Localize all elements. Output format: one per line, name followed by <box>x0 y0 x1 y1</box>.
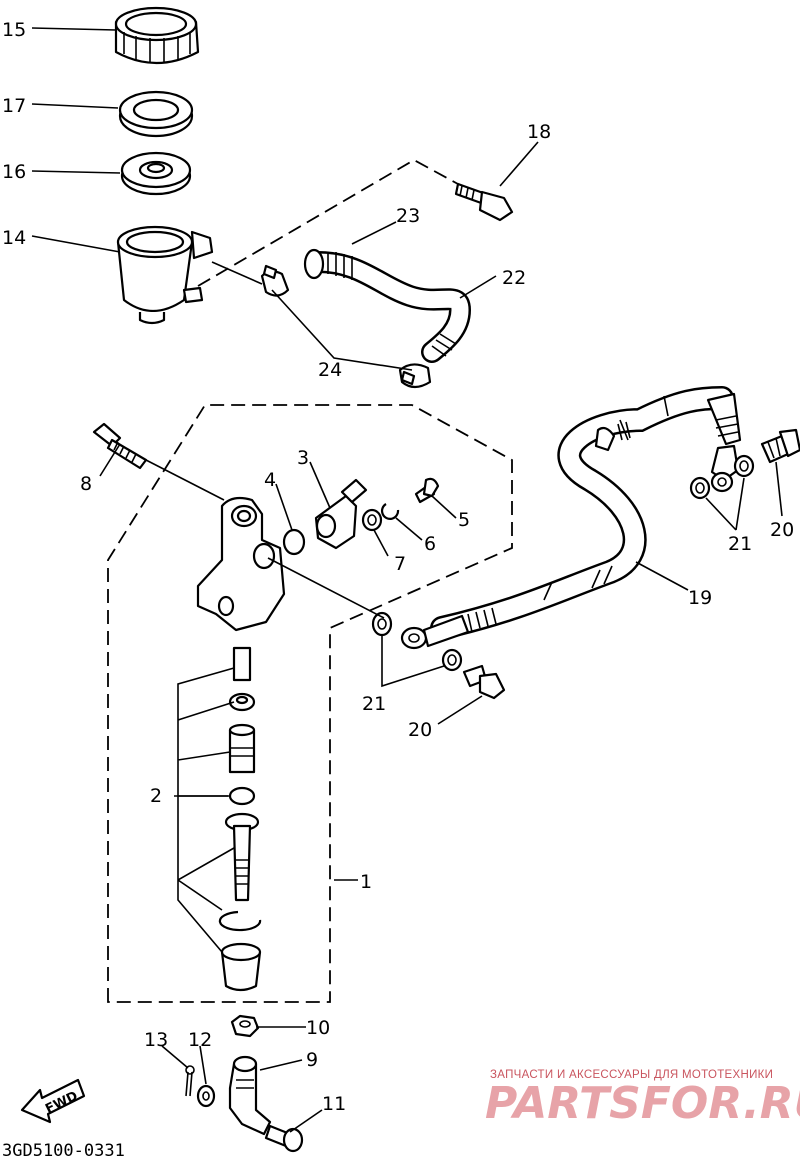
callout-12: 12 <box>188 1029 212 1051</box>
callout-11: 11 <box>322 1093 346 1115</box>
part-20-union-bolt-upper <box>760 428 800 464</box>
callout-24: 24 <box>318 359 342 381</box>
callout-14: 14 <box>2 227 26 249</box>
callout-6: 6 <box>424 533 436 555</box>
part-2-piston-kit <box>219 646 262 992</box>
part-24-hose-clip-upper <box>260 264 290 297</box>
assembly-boundary-1 <box>107 404 513 1003</box>
callout-21-upper: 21 <box>728 533 752 555</box>
callout-17: 17 <box>2 95 26 117</box>
callout-21-lower: 21 <box>362 693 386 715</box>
watermark-tagline: ЗАПЧАСТИ И АКСЕССУАРЫ ДЛЯ МОТОТЕХНИКИ <box>490 1069 773 1081</box>
callout-22: 22 <box>502 267 526 289</box>
callout-3: 3 <box>297 447 309 469</box>
part-16-diaphragm <box>120 151 192 196</box>
part-20-union-bolt-lower <box>462 664 506 700</box>
part-7-washer <box>361 508 383 532</box>
part-13-cotter-pin <box>185 1065 195 1097</box>
part-12-washer <box>196 1084 216 1108</box>
part-22-reservoir-hose <box>303 248 472 363</box>
part-11-pin <box>264 1124 304 1153</box>
callout-20-upper: 20 <box>770 519 794 541</box>
callout-13: 13 <box>144 1029 168 1051</box>
diagram-code: 3GD5100-0331 <box>2 1141 125 1160</box>
bracket-2 <box>177 667 235 953</box>
part-14-reservoir-tank <box>116 225 214 325</box>
callout-8: 8 <box>80 473 92 495</box>
part-3-hose-joint <box>314 478 368 550</box>
part-10-nut <box>230 1014 260 1038</box>
part-7-washer-hole <box>367 514 377 526</box>
callout-20-lower: 20 <box>408 719 432 741</box>
part-21-washers <box>371 454 755 672</box>
callout-18: 18 <box>527 121 551 143</box>
callout-4: 4 <box>264 469 276 491</box>
callout-10: 10 <box>306 1017 330 1039</box>
leader-lines <box>31 27 783 1133</box>
part-8-bolt <box>92 422 148 470</box>
callout-16: 16 <box>2 161 26 183</box>
callout-9: 9 <box>306 1049 318 1071</box>
reference-line-upper <box>197 158 459 287</box>
part-5-screw <box>414 477 440 504</box>
callout-15: 15 <box>2 19 26 41</box>
callout-2: 2 <box>150 785 162 807</box>
leader-14-clip <box>211 261 263 285</box>
part-9-clevis <box>228 1055 272 1136</box>
part-4-o-ring <box>282 528 306 556</box>
callout-19: 19 <box>688 587 712 609</box>
part-19-brake-hose <box>400 386 742 650</box>
part-17-plate <box>118 90 194 138</box>
part-18-bolt <box>454 182 514 222</box>
callout-5: 5 <box>458 509 470 531</box>
watermark-logo: PARTSFOR.RU <box>485 1078 800 1129</box>
part-24-hose-clip-lower <box>398 363 432 389</box>
part-1-master-cylinder-body <box>196 496 286 632</box>
callout-7: 7 <box>394 553 406 575</box>
callout-23: 23 <box>396 205 420 227</box>
part-15-reservoir-cap <box>114 6 200 65</box>
part-6-circlip <box>380 503 400 520</box>
fwd-arrow-icon: FWD <box>20 1078 86 1124</box>
callout-1: 1 <box>360 871 372 893</box>
